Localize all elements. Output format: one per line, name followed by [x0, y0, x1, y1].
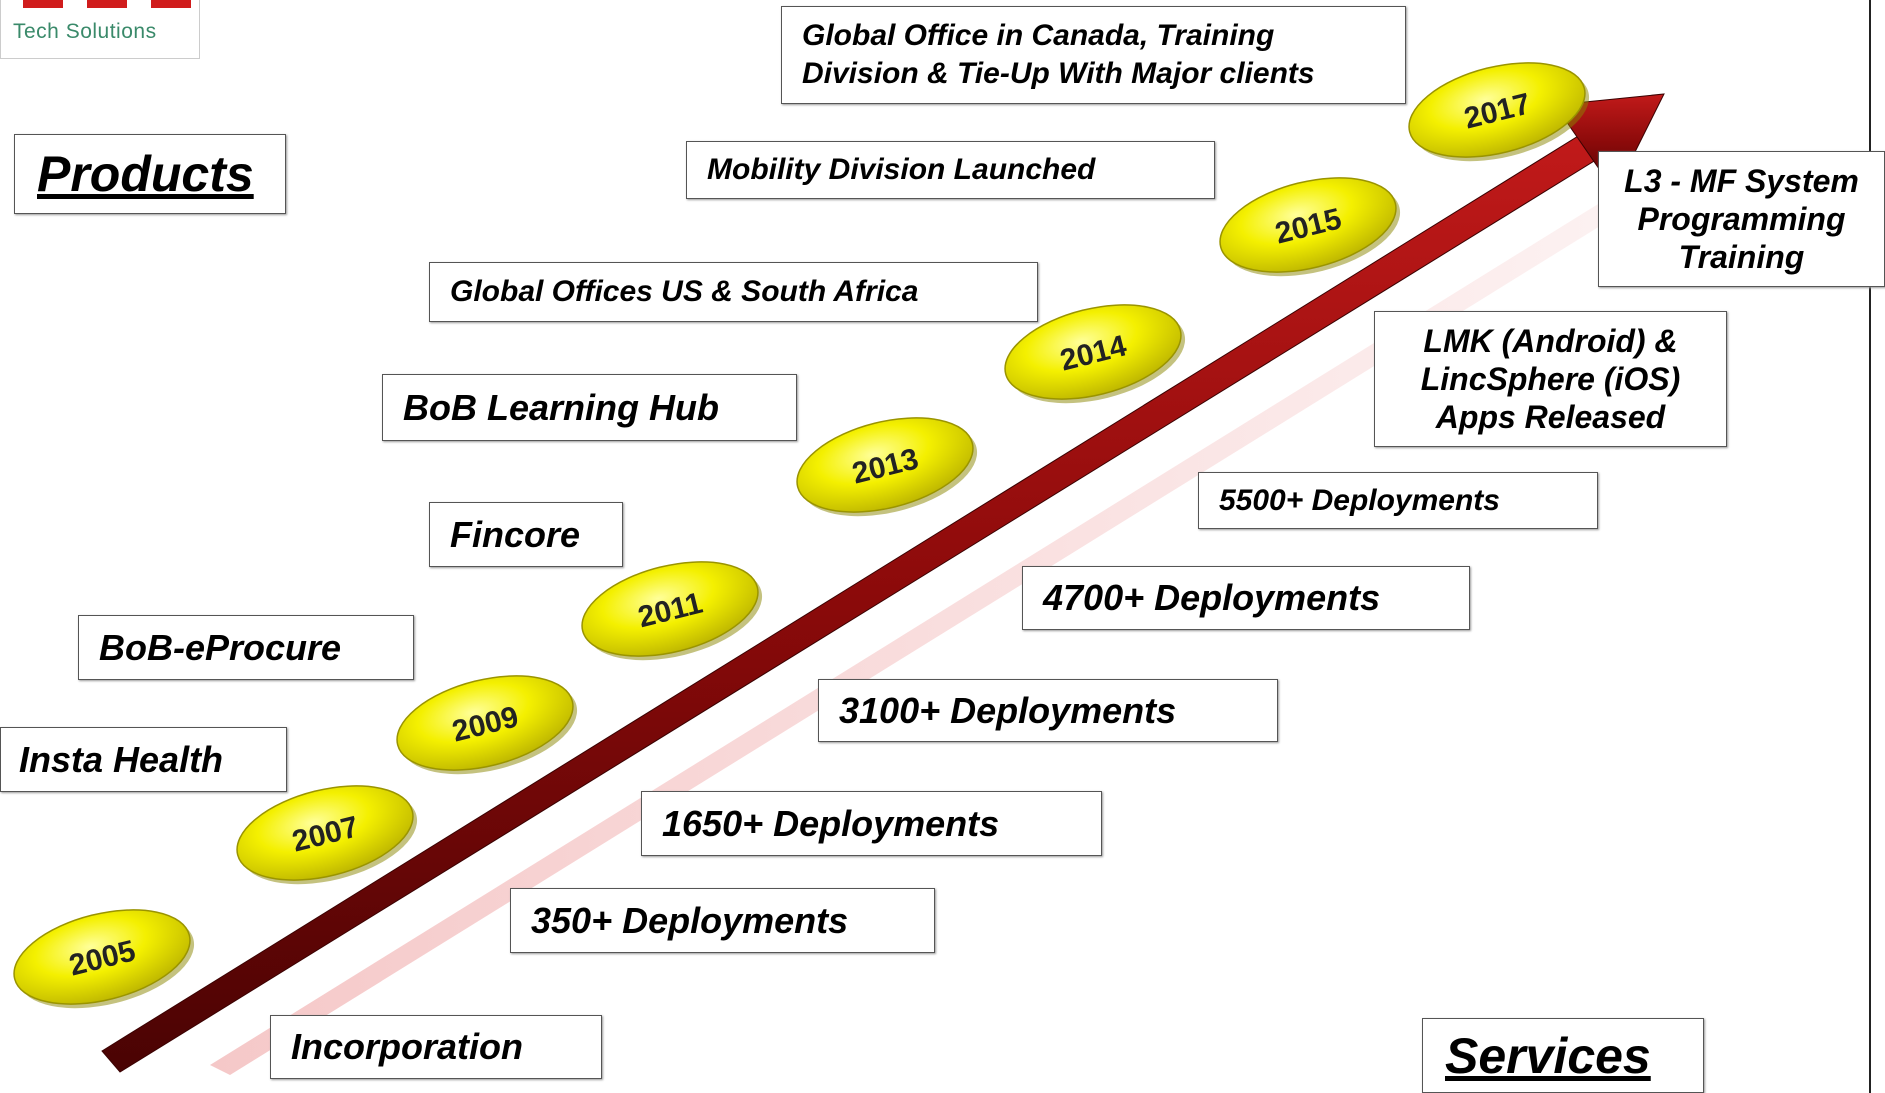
- deployments-5500-box: 5500+ Deployments: [1198, 472, 1598, 529]
- deployments-4700-box: 4700+ Deployments: [1022, 566, 1470, 630]
- arrow-reflection: [210, 178, 1655, 1075]
- year-marker-2013: 2013: [796, 417, 978, 517]
- year-ellipse: [1004, 304, 1182, 400]
- deployments-350-box: 350+ Deployments: [510, 888, 935, 953]
- products-heading: Products: [14, 134, 286, 214]
- apps-line-2: LincSphere (iOS): [1420, 361, 1681, 397]
- right-border-line: [1869, 0, 1871, 1093]
- year-ellipse: [396, 675, 574, 771]
- year-marker-2014: 2014: [1004, 304, 1186, 404]
- year-ellipse: [1408, 62, 1586, 158]
- apps-line-3: Apps Released: [1435, 399, 1666, 435]
- arrow-head: [1554, 93, 1665, 193]
- bob-learning-hub-box: BoB Learning Hub: [382, 374, 797, 441]
- year-ellipse: [1219, 177, 1397, 273]
- services-heading: Services: [1422, 1018, 1704, 1093]
- mobility-division-box: Mobility Division Launched: [686, 141, 1215, 199]
- l3-training-box: L3 - MF System Programming Training: [1598, 151, 1885, 287]
- canada-office-line-2: Division & Tie-Up With Major clients: [802, 57, 1315, 90]
- year-marker-2007: 2007: [236, 785, 418, 885]
- l3-line-3: Training: [1678, 239, 1805, 275]
- canada-office-box: Global Office in Canada, Training Divisi…: [781, 6, 1406, 104]
- year-marker-2009: 2009: [396, 675, 578, 775]
- year-ellipse: [13, 909, 191, 1005]
- l3-line-2: Programming: [1637, 201, 1846, 237]
- apps-line-1: LMK (Android) &: [1423, 323, 1678, 359]
- year-ellipse: [796, 417, 974, 513]
- year-marker-2011: 2011: [581, 561, 763, 661]
- year-marker-2015: 2015: [1219, 177, 1401, 277]
- apps-released-box: LMK (Android) & LincSphere (iOS) Apps Re…: [1374, 311, 1727, 447]
- global-offices-box: Global Offices US & South Africa: [429, 262, 1038, 322]
- year-ellipse: [236, 785, 414, 881]
- year-marker-2005: 2005: [13, 909, 195, 1009]
- logo-tagline: Tech Solutions: [13, 20, 157, 43]
- deployments-3100-box: 3100+ Deployments: [818, 679, 1278, 742]
- company-logo: Tech Solutions: [0, 0, 200, 59]
- incorporation-box: Incorporation: [270, 1015, 602, 1079]
- fincore-box: Fincore: [429, 502, 623, 567]
- year-marker-2017: 2017: [1408, 62, 1590, 162]
- deployments-1650-box: 1650+ Deployments: [641, 791, 1102, 856]
- bob-eprocure-box: BoB-eProcure: [78, 615, 414, 680]
- insta-health-box: Insta Health: [0, 727, 287, 792]
- logo-mark: [23, 0, 193, 8]
- l3-line-1: L3 - MF System: [1624, 163, 1859, 199]
- canada-office-line-1: Global Office in Canada, Training: [802, 19, 1275, 52]
- year-ellipse: [581, 561, 759, 657]
